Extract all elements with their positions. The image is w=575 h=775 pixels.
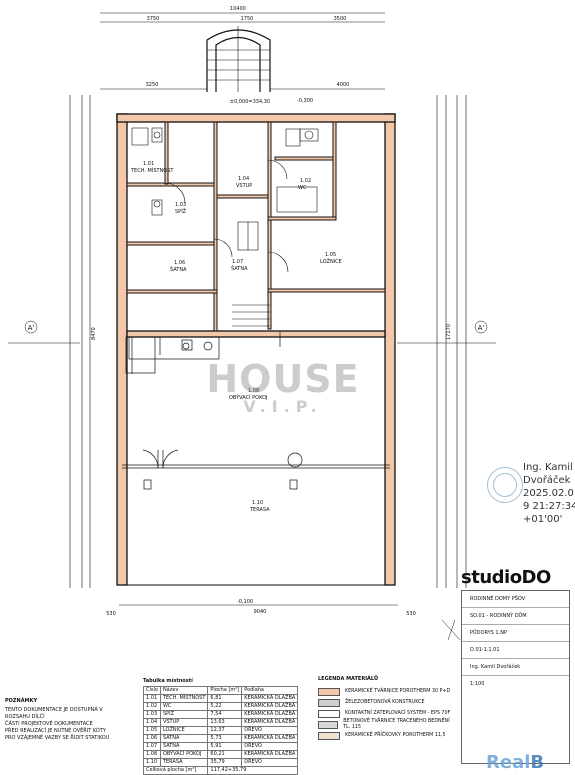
legend-item: ŽELEZOBETONOVÁ KONSTRUKCE (318, 697, 458, 708)
top-width-3: 3500 (334, 16, 347, 22)
notes-block: POZNÁMKY TENTO DOKUMENTACE JE DOSTUPNÁ V… (5, 698, 115, 742)
drawing-number: D.01-1.1.01 (470, 647, 500, 653)
digital-signature: Ing. Kamil Dvořáček 2025.02.0 9 21:27:34… (523, 461, 575, 526)
room-101-name: TECH. MÍSTNOST (130, 167, 174, 174)
bottom-right-label: 530 (406, 611, 416, 617)
legend-swatch-5 (318, 731, 340, 740)
legend-item: BETONOVÉ TVÁRNICE TRACENÉHO BEDNĚNÍ TL. … (318, 719, 458, 730)
bottom-width-label: 9040 (254, 609, 267, 615)
room-table-header-floor: Podlaha (241, 686, 299, 695)
scale-label: 1:100 (470, 681, 485, 687)
titleblock: RODINNÉ DOMY PŠOV SO.01 - RODINNÝ DŮM PŮ… (461, 590, 570, 764)
second-width-1: 3250 (146, 82, 159, 88)
room-105-name: LOŽNICE (320, 257, 342, 265)
titleblock-scale-row: 1:100 (462, 676, 569, 692)
room-103-code: 1.03 (175, 202, 186, 208)
top-width-2: 1750 (241, 16, 254, 22)
legend-item: KERAMICKÉ PŘÍČKOVKY POROTHERM 11,5 (318, 730, 458, 741)
real-watermark-suffix: B (530, 752, 545, 773)
note-line-3: PŘED REALIZACÍ JE NUTNÉ OVĚŘIT KÓTY (5, 728, 106, 734)
house-watermark-bottom: V.I.P. (243, 397, 323, 416)
legend-item: KONTAKTNÍ ZATEPLOVACÍ SYSTÉM - EPS 70F (318, 708, 458, 719)
studio-logo: studioDO (461, 567, 551, 588)
legend-swatch-1 (318, 687, 340, 696)
signature-time: 9 21:27:34 (523, 501, 575, 512)
room-110-name: TERASA (249, 507, 270, 513)
legend-swatch-3 (318, 709, 340, 718)
designer-name: Ing. Kamil Dvořáček (470, 664, 521, 670)
drawing-title: PŮDORYS 1.NP (470, 630, 507, 636)
materials-legend: LEGENDA MATERIÁLŮ KERAMICKÉ TVÁRNICE POR… (318, 676, 458, 741)
section-right-label: A' (478, 324, 485, 332)
signature-zone: +01'00' (523, 514, 563, 525)
note-line-2: ČÁSTI PROJEKTOVÉ DOKUMENTACE (5, 721, 93, 727)
room-108-name: OBÝVACÍ POKOJ (229, 394, 268, 401)
room-table-header-number: Číslo (143, 686, 161, 695)
terrace-level-label: -0,100 (237, 599, 253, 605)
room-table-header-area: Plocha [m²] (207, 686, 243, 695)
room-107-code: 1.07 (232, 259, 243, 265)
right-vertical-label: 17170 (446, 324, 452, 340)
legend-title: LEGENDA MATERIÁLŮ (318, 676, 378, 682)
note-line-4: PRO VZÁJEMNÉ VAZBY SE ŘIDIT STATIKOU (5, 735, 110, 741)
project-title: RODINNÉ DOMY PŠOV (470, 596, 526, 602)
signature-name: Ing. Kamil Dvořáček (523, 462, 573, 486)
room-107-name: ŠATNA (231, 265, 248, 272)
room-table-title: Tabulka místností (143, 678, 193, 684)
second-width-2: 4000 (337, 82, 350, 88)
signature-date: 2025.02.0 (523, 488, 574, 499)
room-101-code: 1.01 (143, 161, 154, 167)
notes-title: POZNÁMKY (5, 698, 38, 704)
house-watermark-top: HOUSE (206, 357, 360, 401)
room-106-code: 1.06 (174, 260, 185, 266)
room-104-code: 1.04 (238, 176, 249, 182)
room-103-name: SPÍŽ (175, 207, 187, 215)
room-105-code: 1.05 (325, 252, 336, 258)
bottom-left-label: 530 (106, 611, 116, 617)
room-102-name: WC (298, 185, 307, 191)
top-width-1: 3750 (147, 16, 160, 22)
legend-swatch-4 (318, 720, 339, 729)
realbreadcrumb-watermark: RealB (486, 752, 544, 773)
room-104-name: VSTUP (236, 183, 252, 189)
room-110-code: 1.10 (252, 500, 263, 506)
room-table-header: Číslo Název Plocha [m²] Podlaha (143, 686, 299, 695)
room-table-header-name: Název (159, 686, 209, 695)
titleblock-designer-row: Ing. Kamil Dvořáček (462, 659, 569, 676)
official-stamp-icon (487, 467, 523, 503)
titleblock-project-row: RODINNÉ DOMY PŠOV (462, 591, 569, 608)
titleblock-object-row: SO.01 - RODINNÝ DŮM (462, 608, 569, 625)
stair-level-label: -0,300 (297, 98, 313, 104)
top-level-label: ±0,000=334,30 (230, 99, 270, 105)
note-line-1: TENTO DOKUMENTACE JE DOSTUPNÁ V ROZSAHU … (5, 707, 103, 720)
titleblock-drawing-row: PŮDORYS 1.NP (462, 625, 569, 642)
titleblock-number-row: D.01-1.1.01 (462, 642, 569, 659)
section-left-label: A' (28, 324, 35, 332)
room-106-name: ŠATNA (170, 266, 187, 273)
legend-swatch-2 (318, 698, 340, 707)
room-108-code: 1.08 (248, 388, 259, 394)
left-vertical-label: 8470 (91, 327, 97, 340)
legend-item: KERAMICKÉ TVÁRNICE POROTHERM 30 P+D (318, 686, 458, 697)
house-vip-watermark: HOUSE V.I.P. (203, 360, 363, 415)
object-title: SO.01 - RODINNÝ DŮM (470, 613, 527, 619)
room-102-code: 1.02 (300, 178, 311, 184)
real-watermark-prefix: Real (486, 752, 531, 773)
overall-width-label: 10400 (230, 6, 246, 12)
